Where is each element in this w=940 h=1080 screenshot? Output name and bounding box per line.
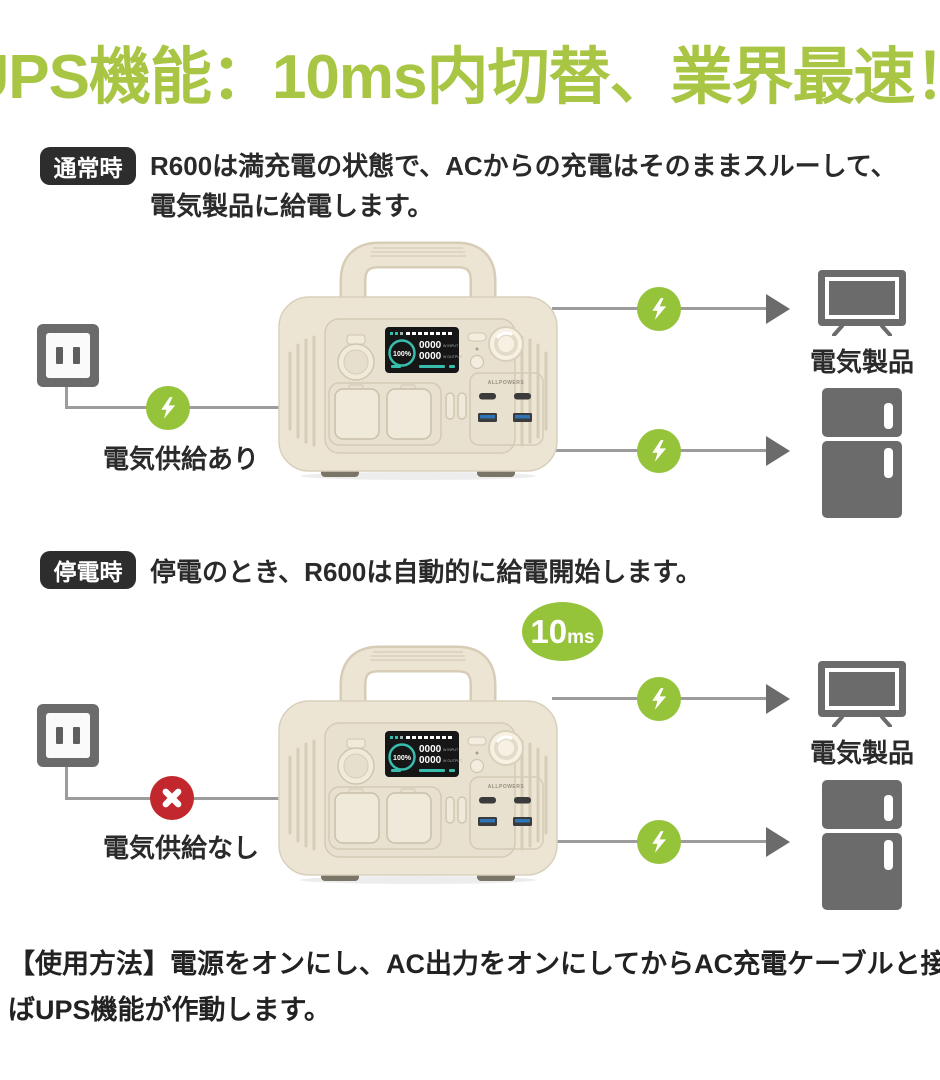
- supply-status-label: 電気供給なし: [103, 833, 260, 863]
- lightning-bolt-icon: [637, 287, 681, 331]
- supply-status-label: 電気供給あり: [103, 444, 260, 474]
- badge-normal-mode: 通常時: [40, 147, 136, 185]
- arrow-right-icon: [766, 827, 790, 857]
- arrow-right-icon: [766, 436, 790, 466]
- lightning-bolt-icon: [637, 429, 681, 473]
- normal-desc-line2: 電気製品に給電します。: [150, 191, 434, 221]
- fridge-icon: [822, 780, 902, 910]
- wall-outlet-icon: [37, 704, 99, 767]
- arrow-right-icon: [766, 684, 790, 714]
- tv-icon: [818, 661, 906, 727]
- usage-note-line2: ばUPS機能が作動します。: [8, 995, 331, 1025]
- page-title: UPS機能：10ms内切替、業界最速！: [0, 43, 940, 112]
- lightning-bolt-icon: [637, 677, 681, 721]
- fridge-icon: [822, 388, 902, 518]
- tv-icon: [818, 270, 906, 336]
- wall-outlet-icon: [37, 324, 99, 387]
- normal-desc-line1: R600は満充電の状態で、ACからの充電はそのままスルーして、: [150, 151, 897, 181]
- no-power-x-icon: [150, 776, 194, 820]
- cable-line: [65, 387, 68, 409]
- power-station-image: [273, 241, 563, 481]
- cable-line: [65, 767, 68, 800]
- badge-outage-mode: 停電時: [40, 551, 136, 589]
- appliance-label: 電気製品: [809, 738, 914, 768]
- switch-time-unit: ms: [567, 627, 595, 648]
- outage-desc-line1: 停電のとき、R600は自動的に給電開始します。: [150, 557, 702, 587]
- lightning-bolt-icon: [637, 820, 681, 864]
- arrow-right-icon: [766, 294, 790, 324]
- switch-time-value: 10: [530, 613, 568, 650]
- power-station-image: [273, 645, 563, 885]
- lightning-bolt-icon: [146, 386, 190, 430]
- usage-note-line1: 【使用方法】電源をオンにし、AC出力をオンにしてからAC充電ケーブルと接続すれ: [8, 949, 940, 979]
- appliance-label: 電気製品: [809, 347, 914, 377]
